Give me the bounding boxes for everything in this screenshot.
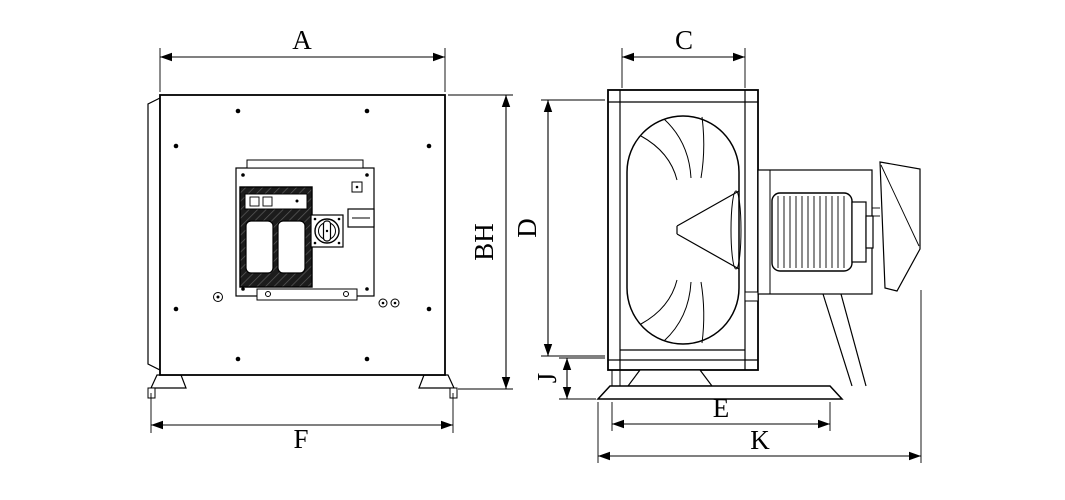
- base-plate: [596, 385, 844, 400]
- dimension-f: F: [150, 393, 454, 454]
- shaft-passage: [744, 291, 759, 302]
- dim-label-d: D: [512, 218, 542, 238]
- terminal-slot-1: [245, 220, 274, 274]
- side-view: C D J E K: [512, 25, 922, 463]
- dim-label-j: J: [532, 373, 562, 384]
- terminal-row: [244, 193, 308, 210]
- dim-label-e: E: [713, 393, 730, 423]
- panel-screws: [173, 108, 432, 362]
- dimension-c: C: [621, 25, 746, 88]
- dim-label-k: K: [750, 425, 770, 455]
- impeller: [626, 115, 759, 345]
- dimension-j: J: [532, 357, 605, 400]
- front-view: A BH F: [147, 25, 513, 454]
- dim-label-c: C: [675, 25, 693, 55]
- dim-label-f: F: [293, 424, 308, 454]
- motor: [757, 169, 874, 295]
- dimension-e: E: [611, 393, 831, 431]
- dim-label-bh: BH: [469, 223, 499, 261]
- bottom-bracket: [256, 288, 358, 301]
- control-unit: [235, 159, 375, 301]
- dim-label-a: A: [292, 25, 312, 55]
- dimension-d: D: [512, 99, 605, 357]
- left-flange: [147, 97, 161, 371]
- foot-left: [147, 374, 187, 399]
- motor-cap: [865, 215, 874, 249]
- mounting-bracket: [872, 161, 921, 292]
- motor-fins: [777, 196, 845, 268]
- terminal-slot-2: [277, 220, 306, 274]
- base-assembly: [596, 369, 844, 400]
- motor-end-bell: [851, 201, 867, 263]
- cable-grommets: [213, 292, 400, 308]
- top-strip: [246, 159, 364, 169]
- isolator-switch: [310, 214, 344, 248]
- dimension-k: K: [597, 290, 922, 463]
- foot-right: [418, 374, 458, 399]
- inlet-cone: [676, 190, 742, 270]
- support-strut: [822, 293, 867, 387]
- dimension-a: A: [159, 25, 446, 92]
- pedestal: [626, 369, 714, 387]
- dimension-bh: BH: [448, 94, 513, 390]
